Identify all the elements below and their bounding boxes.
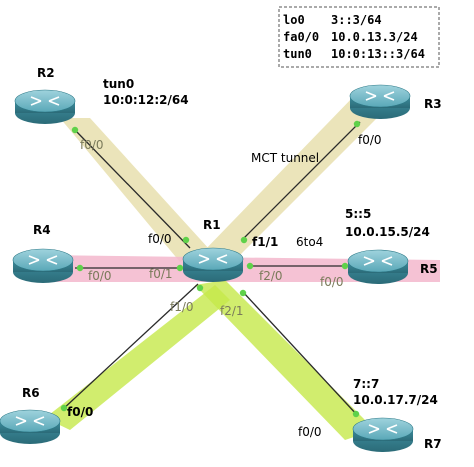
iface-label-r1-f21: f2/1 [220, 304, 244, 318]
port-dot-r1-f10 [196, 284, 204, 292]
r7-address: 10.0.17.7/24 [353, 393, 438, 407]
router-label-r2: R2 [37, 66, 55, 80]
port-dot-r1-f01 [176, 264, 184, 272]
router-icon-r3[interactable] [349, 84, 411, 120]
info-row-value: 10:0:13::3/64 [331, 47, 425, 61]
info-row-value: 3::3/64 [331, 13, 382, 27]
router-icon-r5[interactable] [347, 249, 409, 285]
r2-tun0-name: tun0 [103, 77, 134, 91]
port-dot-r2 [71, 126, 79, 134]
link-r1-r3 [241, 121, 361, 241]
link-r1-r2 [74, 129, 191, 249]
iface-label-r1-f11: f1/1 [252, 235, 278, 249]
link-r1-r7 [242, 291, 359, 417]
port-dot-r5 [341, 262, 349, 270]
tunnel-highlight-r3 [200, 95, 380, 265]
info-row-name: tun0 [283, 47, 312, 61]
info-row-name: fa0/0 [283, 30, 319, 44]
info-row-name: lo0 [283, 13, 305, 27]
port-dot-r1-f11 [240, 236, 248, 244]
iface-label-r1-f01: f0/1 [149, 267, 173, 281]
link-r1-r6 [61, 283, 199, 411]
router-label-r6: R6 [22, 386, 40, 400]
iface-label-r4-f00: f0/0 [88, 269, 112, 283]
port-dot-r1-f21 [239, 289, 247, 297]
router-icon-r1[interactable] [182, 247, 244, 283]
port-dot-r1-f20 [246, 262, 254, 270]
info-row-value: 10.0.13.3/24 [331, 30, 418, 44]
iface-label-r7-f00: f0/0 [298, 425, 322, 439]
r5-loopback: 5::5 [345, 207, 371, 221]
iface-label-r1-f20: f2/0 [259, 269, 283, 283]
iface-label-r5-f00: f0/0 [320, 275, 344, 289]
r3-info-box: lo0 3::3/64 fa0/0 10.0.13.3/24 tun0 10:0… [278, 6, 440, 68]
router-icon-r6[interactable] [0, 409, 61, 445]
iface-label-r1-f00: f0/0 [148, 232, 172, 246]
r7-loopback: 7::7 [353, 377, 379, 391]
mct-tunnel-label: MCT tunnel [251, 151, 319, 165]
router-label-r4: R4 [33, 223, 51, 237]
port-dot-r1-f00 [182, 236, 190, 244]
r2-tun0-address: 10:0:12:2/64 [103, 93, 189, 107]
port-dot-r7 [352, 410, 360, 418]
lime-highlight-r6 [45, 285, 230, 430]
router-icon-r4[interactable] [12, 248, 74, 284]
sixto4-label: 6to4 [296, 235, 323, 249]
port-dot-r4 [76, 264, 84, 272]
router-label-r7: R7 [424, 437, 442, 451]
iface-label-r6-f00: f0/0 [67, 405, 93, 419]
port-dot-r3 [353, 120, 361, 128]
router-label-r3: R3 [424, 97, 442, 111]
iface-label-r3-f00: f0/0 [358, 133, 382, 147]
router-icon-r2[interactable] [14, 89, 76, 125]
iface-label-r2-f00: f0/0 [80, 138, 104, 152]
iface-label-r1-f10: f1/0 [170, 300, 194, 314]
lime-highlight-r7 [195, 280, 375, 440]
router-label-r5: R5 [420, 262, 438, 276]
port-dot-r6 [60, 404, 68, 412]
router-label-r1: R1 [203, 218, 221, 232]
r5-address: 10.0.15.5/24 [345, 225, 430, 239]
router-icon-r7[interactable] [352, 417, 414, 453]
